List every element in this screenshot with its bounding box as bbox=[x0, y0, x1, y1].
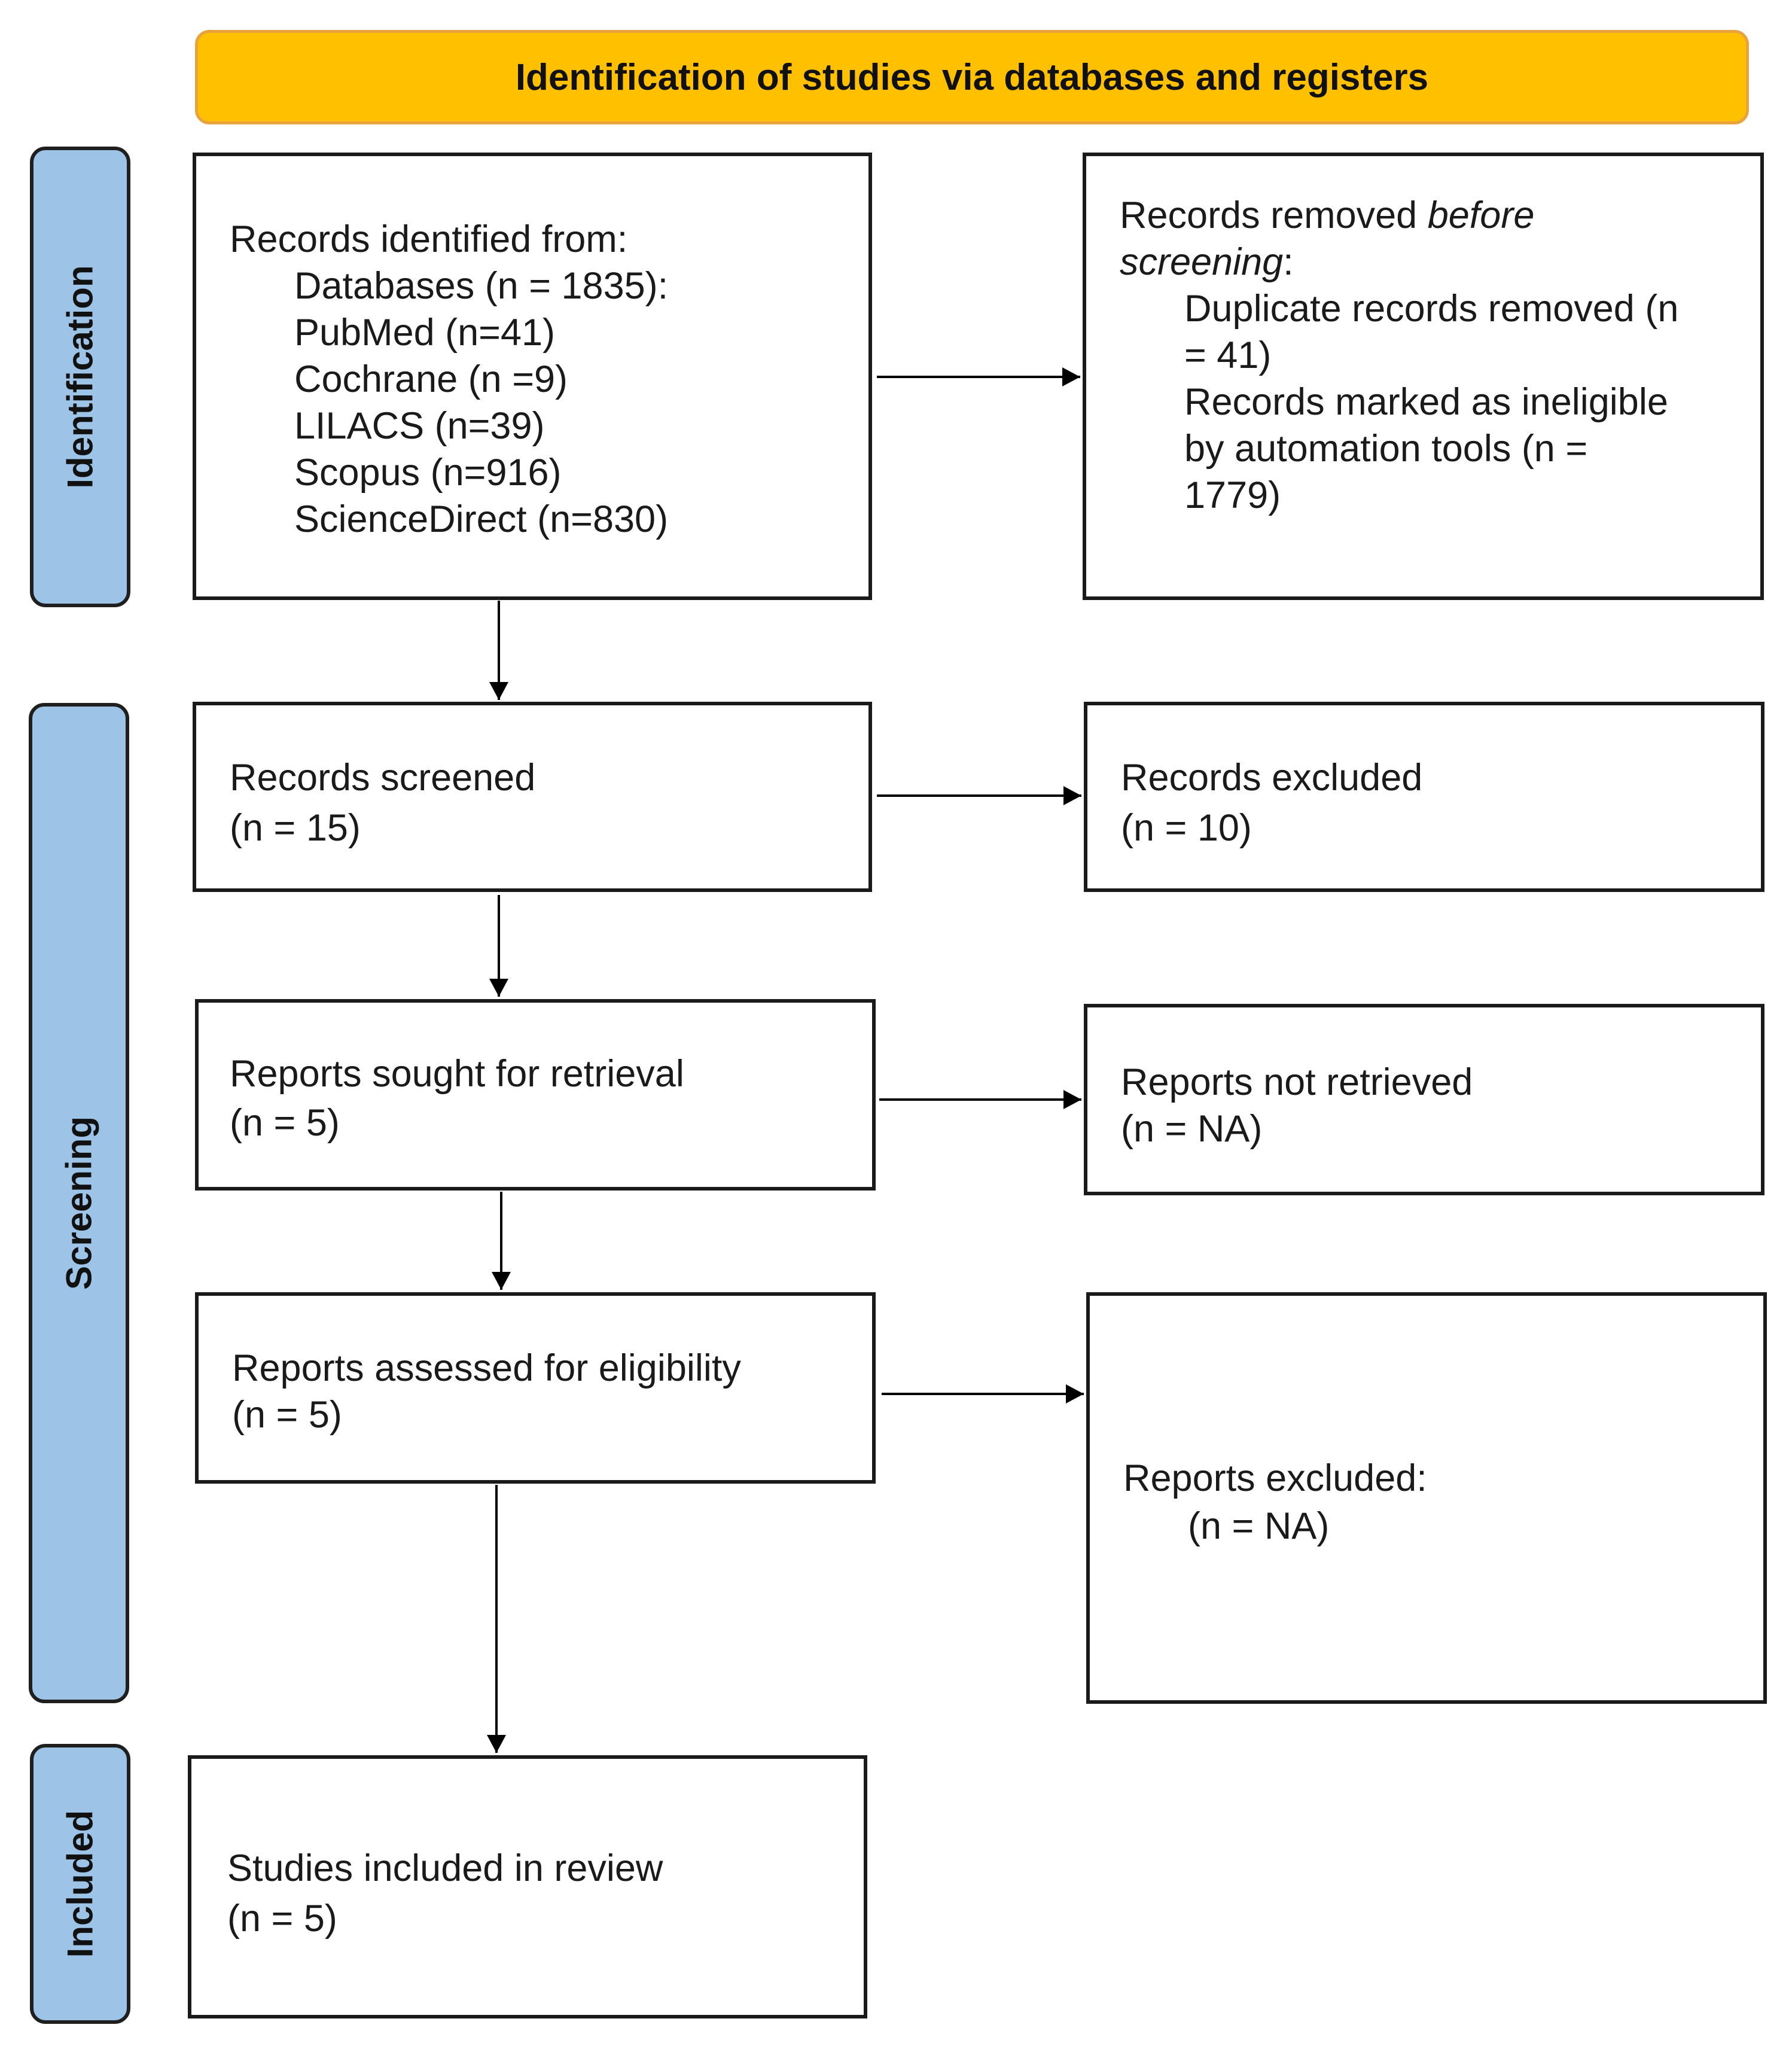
reports-assessed-count: (n = 5) bbox=[232, 1394, 342, 1436]
reports-sought-title: Reports sought for retrieval bbox=[230, 1053, 684, 1095]
arrowhead-removed bbox=[1062, 367, 1080, 386]
records-removed-italic-before: before bbox=[1427, 194, 1535, 236]
records-removed-colon: : bbox=[1283, 241, 1294, 283]
reports-excluded-title: Reports excluded: bbox=[1123, 1457, 1427, 1499]
arrowhead-sought bbox=[489, 979, 508, 997]
scopus-count: Scopus (n=916) bbox=[294, 452, 562, 494]
records-removed-box: Records removed before screening: Duplic… bbox=[1083, 153, 1764, 600]
records-excluded-title: Records excluded bbox=[1121, 757, 1423, 799]
reports-not-retrieved-count: (n = NA) bbox=[1121, 1108, 1263, 1150]
records-removed-title: Records removed before bbox=[1120, 192, 1534, 239]
studies-included-box: Studies included in review (n = 5) bbox=[188, 1755, 867, 2018]
arrowhead-not-retrieved bbox=[1063, 1090, 1081, 1109]
arrowhead-included bbox=[487, 1735, 506, 1753]
phase-screening: Screening bbox=[29, 703, 129, 1703]
records-identified-title: Records identified from: bbox=[230, 218, 628, 260]
ineligible-records-line3: 1779) bbox=[1184, 474, 1281, 516]
reports-sought-count: (n = 5) bbox=[230, 1102, 340, 1144]
arrowhead-screened bbox=[489, 682, 508, 700]
records-removed-title-cont: screening: bbox=[1120, 239, 1294, 285]
arrowhead-assessed bbox=[492, 1272, 511, 1290]
duplicate-records-line1: Duplicate records removed (n bbox=[1184, 288, 1679, 330]
reports-sought-box: Reports sought for retrieval (n = 5) bbox=[195, 999, 876, 1191]
records-removed-prefix: Records removed bbox=[1120, 194, 1428, 236]
reports-assessed-box: Reports assessed for eligibility (n = 5) bbox=[195, 1292, 876, 1484]
records-screened-box: Records screened (n = 15) bbox=[193, 702, 872, 892]
records-screened-count: (n = 15) bbox=[230, 807, 361, 849]
records-removed-italic-screening: screening bbox=[1120, 241, 1284, 283]
reports-not-retrieved-box: Reports not retrieved (n = NA) bbox=[1084, 1004, 1764, 1195]
reports-not-retrieved-title: Reports not retrieved bbox=[1121, 1061, 1473, 1103]
sciencedirect-count: ScienceDirect (n=830) bbox=[294, 498, 669, 540]
studies-included-title: Studies included in review bbox=[227, 1847, 663, 1889]
phase-identification: Identification bbox=[30, 147, 130, 607]
arrowhead-reports-excluded bbox=[1066, 1384, 1084, 1403]
records-excluded-count: (n = 10) bbox=[1121, 807, 1252, 849]
ineligible-records-line1: Records marked as ineligible bbox=[1184, 381, 1668, 423]
section-header-label: Identification of studies via databases … bbox=[515, 56, 1429, 98]
duplicate-records-line2: = 41) bbox=[1184, 334, 1272, 376]
studies-included-count: (n = 5) bbox=[227, 1898, 337, 1940]
records-identified-box: Records identified from: Databases (n = … bbox=[193, 153, 872, 600]
databases-count: Databases (n = 1835): bbox=[294, 265, 669, 307]
reports-assessed-title: Reports assessed for eligibility bbox=[232, 1347, 741, 1389]
lilacs-count: LILACS (n=39) bbox=[294, 405, 545, 447]
section-header: Identification of studies via databases … bbox=[195, 30, 1749, 124]
reports-excluded-count: (n = NA) bbox=[1188, 1505, 1330, 1547]
reports-excluded-box: Reports excluded: (n = NA) bbox=[1086, 1292, 1767, 1704]
records-screened-title: Records screened bbox=[230, 757, 536, 799]
ineligible-records-line2: by automation tools (n = bbox=[1184, 428, 1588, 470]
pubmed-count: PubMed (n=41) bbox=[294, 312, 556, 354]
records-excluded-box: Records excluded (n = 10) bbox=[1084, 702, 1764, 892]
arrowhead-excluded bbox=[1063, 786, 1081, 805]
cochrane-count: Cochrane (n =9) bbox=[294, 358, 568, 400]
phase-included: Included bbox=[30, 1744, 130, 2024]
